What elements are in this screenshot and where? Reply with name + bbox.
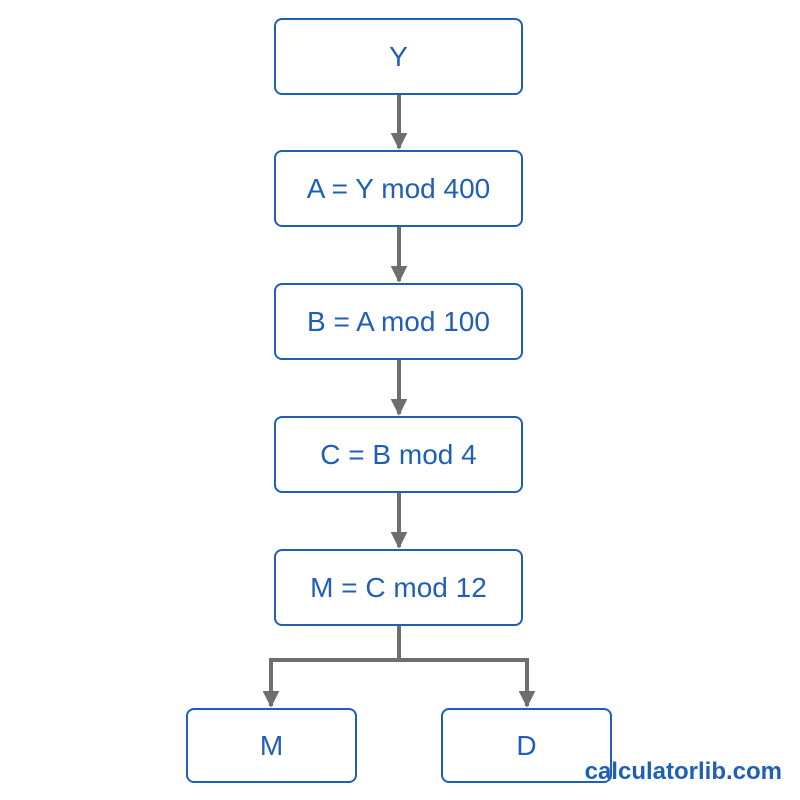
node-day-output: D: [441, 708, 612, 783]
node-month-output: M: [186, 708, 357, 783]
node-day-output-label: D: [516, 729, 537, 761]
node-a-mod-400-label: A = Y mod 400: [306, 172, 491, 204]
node-month-output-label: M: [259, 729, 284, 761]
node-m-mod-12: M = C mod 12: [274, 549, 523, 626]
node-year-input-label: Y: [389, 40, 408, 72]
node-b-mod-100: B = A mod 100: [274, 283, 523, 360]
node-a-mod-400: A = Y mod 400: [274, 150, 523, 227]
node-b-mod-100-label: B = A mod 100: [307, 305, 490, 337]
node-year-input: Y: [274, 18, 523, 95]
watermark-text: calculatorlib.com: [584, 758, 782, 785]
node-c-mod-4-label: C = B mod 4: [320, 438, 477, 470]
node-c-mod-4: C = B mod 4: [274, 416, 523, 493]
node-m-mod-12-label: M = C mod 12: [310, 571, 487, 603]
